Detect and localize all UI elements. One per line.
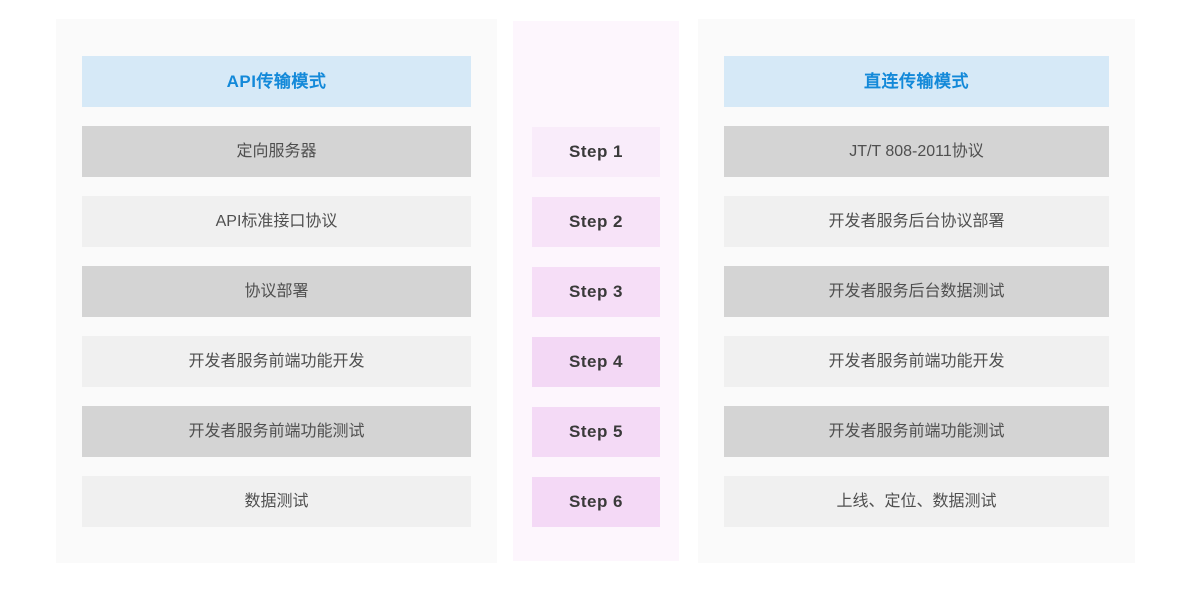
direct-row-6: 上线、定位、数据测试	[724, 476, 1109, 527]
direct-mode-header: 直连传输模式	[724, 56, 1109, 107]
api-row-5: 开发者服务前端功能测试	[82, 406, 471, 457]
step-badge-2: Step 2	[532, 197, 660, 247]
step-badge-6: Step 6	[532, 477, 660, 527]
api-mode-panel: API传输模式 定向服务器 API标准接口协议 协议部署 开发者服务前端功能开发…	[56, 19, 497, 563]
api-row-3: 协议部署	[82, 266, 471, 317]
direct-row-1: JT/T 808-2011协议	[724, 126, 1109, 177]
direct-row-4: 开发者服务前端功能开发	[724, 336, 1109, 387]
api-row-2: API标准接口协议	[82, 196, 471, 247]
step-badge-1: Step 1	[532, 127, 660, 177]
direct-row-2: 开发者服务后台协议部署	[724, 196, 1109, 247]
api-row-6: 数据测试	[82, 476, 471, 527]
api-row-4: 开发者服务前端功能开发	[82, 336, 471, 387]
api-mode-header: API传输模式	[82, 56, 471, 107]
direct-row-3: 开发者服务后台数据测试	[724, 266, 1109, 317]
step-badge-3: Step 3	[532, 267, 660, 317]
steps-panel: Step 1 Step 2 Step 3 Step 4 Step 5 Step …	[513, 21, 679, 561]
direct-mode-panel: 直连传输模式 JT/T 808-2011协议 开发者服务后台协议部署 开发者服务…	[698, 19, 1135, 563]
step-badge-5: Step 5	[532, 407, 660, 457]
step-badge-4: Step 4	[532, 337, 660, 387]
api-row-1: 定向服务器	[82, 126, 471, 177]
direct-row-5: 开发者服务前端功能测试	[724, 406, 1109, 457]
